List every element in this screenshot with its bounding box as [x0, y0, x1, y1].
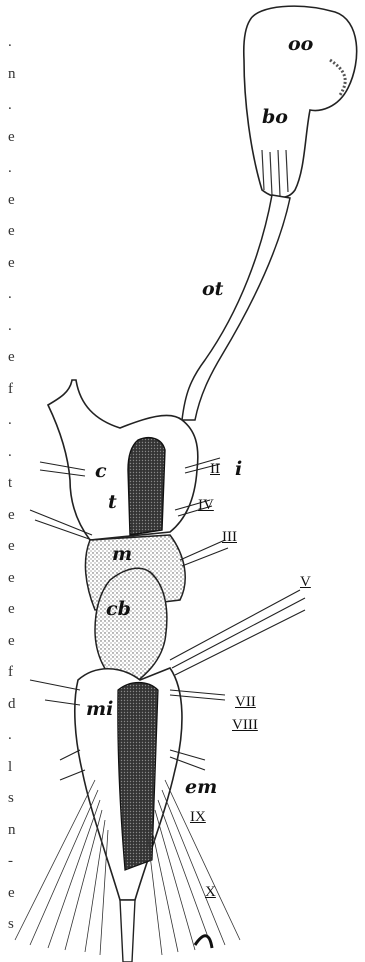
label-cb: cb	[106, 600, 131, 619]
label-t: t	[108, 493, 117, 512]
label-i: i	[235, 460, 242, 479]
label-mi: mi	[86, 700, 113, 719]
olfactory-tract	[182, 195, 290, 420]
label-VII: VII	[235, 695, 256, 710]
label-em: em	[185, 778, 217, 797]
label-VIII: VIII	[232, 718, 258, 733]
label-III: III	[222, 530, 237, 545]
label-c: c	[95, 462, 107, 481]
spinal-cord	[120, 900, 135, 962]
label-IV: IV	[198, 498, 214, 513]
label-II: II	[210, 462, 220, 477]
label-V: V	[300, 575, 311, 590]
label-bo: bo	[262, 108, 288, 127]
label-m: m	[112, 545, 132, 564]
cerebral-hemispheres	[48, 380, 198, 540]
label-IX: IX	[190, 810, 206, 825]
label-X: X	[205, 885, 216, 900]
label-oo: oo	[288, 35, 313, 54]
label-ot: ot	[202, 280, 223, 299]
